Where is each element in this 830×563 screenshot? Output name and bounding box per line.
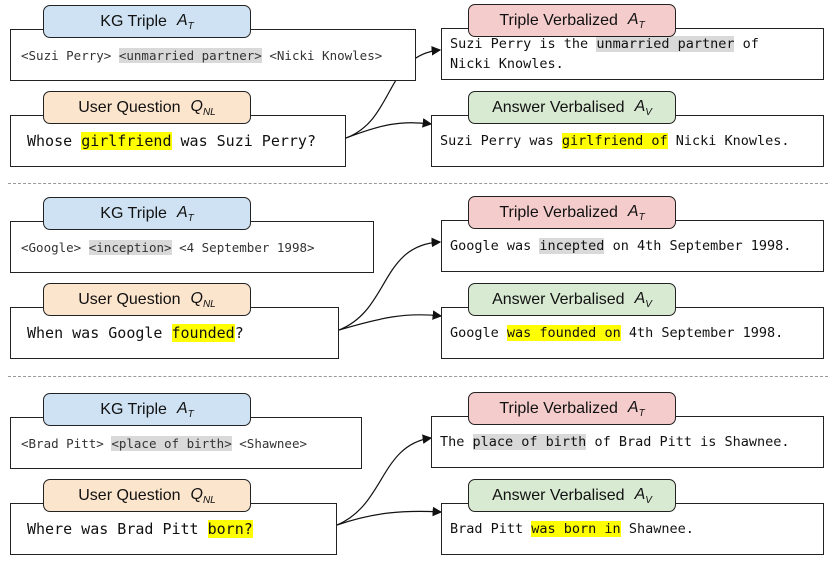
user-question-box-3: Where was Brad Pitt born? (10, 503, 337, 555)
triple-verbalized-highlight: incepted (539, 238, 605, 254)
arrow-question-to-triple-verbalized-2 (338, 237, 442, 331)
kg-object: <Nicki Knowles> (269, 47, 383, 63)
kg-relation: <inception> (88, 239, 172, 255)
question-highlight: girlfriend (81, 132, 172, 150)
kg-subject: <Google> (21, 239, 82, 255)
kg-relation: <unmarried partner> (118, 47, 262, 63)
kg-subject: <Brad Pitt> (21, 435, 104, 451)
kg-relation: <place of birth> (111, 435, 232, 451)
arrow-question-to-triple-verbalized-3 (336, 434, 433, 526)
arrow-question-to-triple-verbalized-1 (345, 45, 442, 139)
example-separator (8, 376, 828, 377)
answer-highlight: was born in (531, 521, 621, 537)
triple-verbalized-highlight: unmarried partner (596, 36, 735, 52)
arrow-question-to-answer-verbalised-2 (338, 310, 443, 331)
triple-verbalized-highlight: place of birth (472, 434, 587, 450)
kg-object: <Shawnee> (239, 435, 308, 451)
arrow-question-to-answer-verbalised-3 (336, 506, 443, 526)
answer-highlight: was founded on (506, 325, 621, 341)
question-highlight: founded (171, 324, 235, 342)
answer-highlight: girlfriend of (561, 133, 668, 149)
kg-subject: <Suzi Perry> (21, 47, 112, 63)
arrow-question-to-answer-verbalised-1 (345, 118, 433, 139)
kg-object: <4 September 1998> (179, 239, 315, 255)
triple-verbalized-box-3: The place of birth of Brad Pitt is Shawn… (431, 416, 824, 468)
example-separator (8, 183, 828, 184)
question-highlight: born? (207, 520, 253, 538)
